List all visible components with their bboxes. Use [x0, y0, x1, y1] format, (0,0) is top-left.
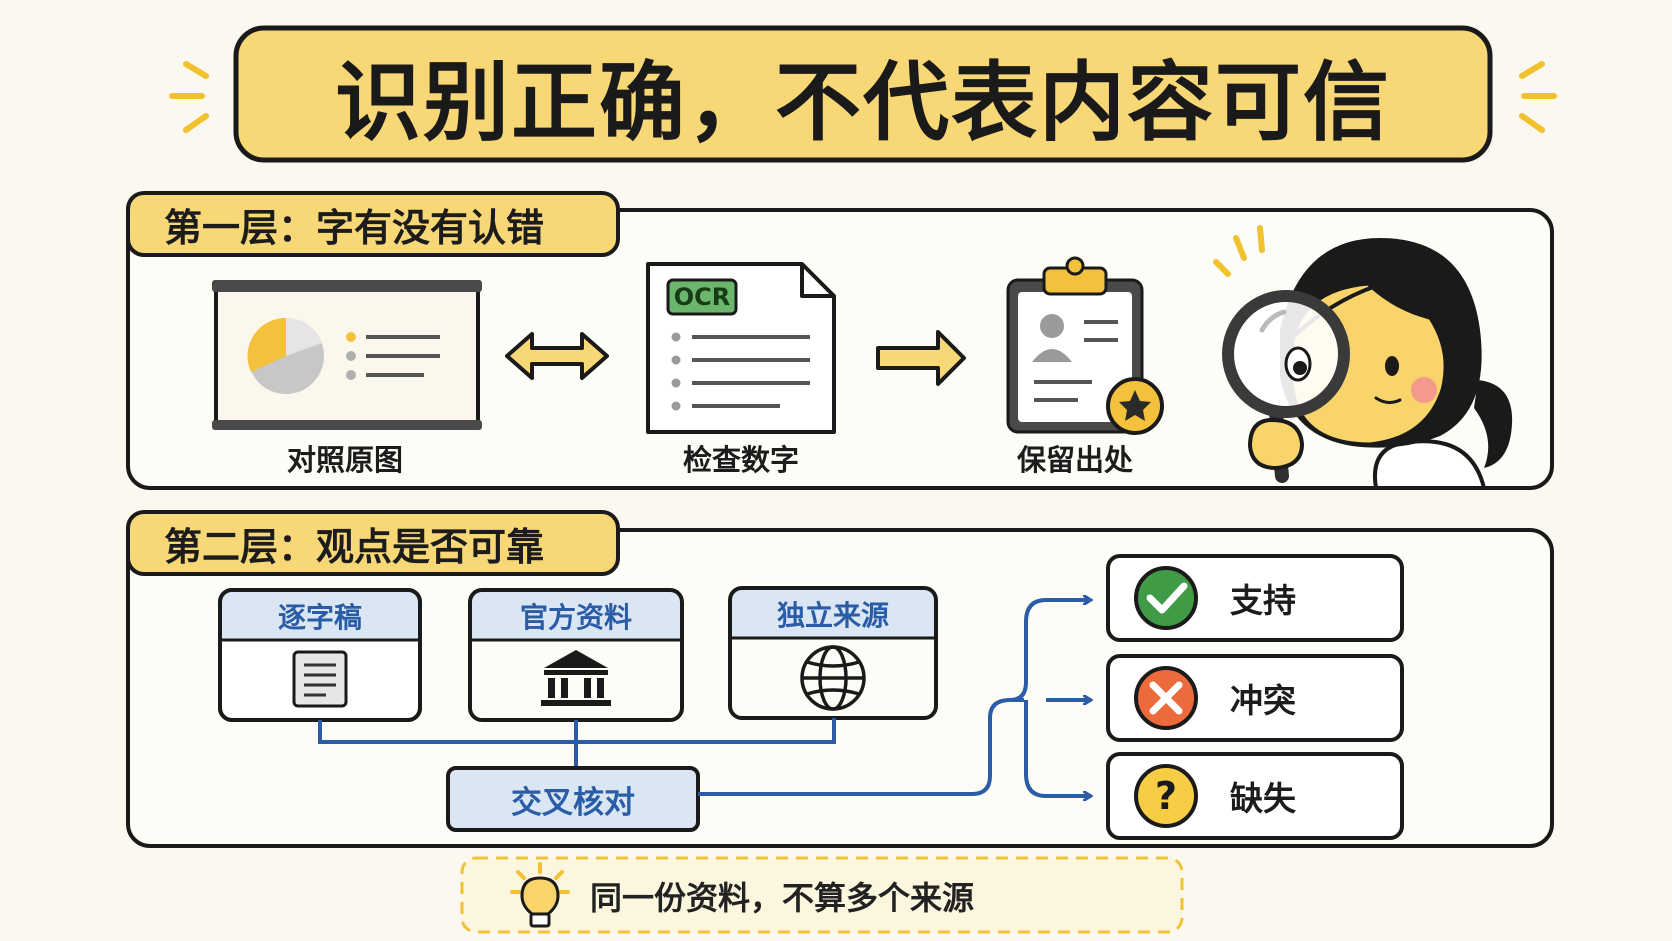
spark-left-icon: [169, 61, 209, 133]
bank-building-icon: [541, 650, 611, 706]
title-banner: [233, 25, 1493, 163]
source-label-independent: 独立来源: [776, 599, 889, 632]
source-connectors: [318, 718, 836, 768]
globe-icon: [800, 645, 866, 711]
tip-text: 同一份资料，不算多个来源: [590, 879, 975, 917]
source-label-transcript: 逐字稿: [277, 601, 362, 634]
source-label-official: 官方资料: [519, 601, 632, 634]
question-mark-glyph: ?: [1154, 774, 1178, 818]
cross-check-box: [446, 766, 700, 832]
lightbulb-icon: [510, 862, 570, 928]
step-caption-compare: 对照原图: [286, 443, 403, 477]
girl-magnifier-illustration: [1213, 225, 1513, 490]
spark-right-icon: [1519, 61, 1557, 133]
section1-title: 第一层：字有没有认错: [164, 205, 545, 250]
slide-chart-icon: [212, 280, 482, 430]
question-icon: [1134, 764, 1198, 828]
section2-tab: [126, 510, 620, 576]
clipboard-id-icon: [1006, 256, 1164, 435]
result-label-support: 支持: [1230, 581, 1296, 620]
ocr-document-icon: [646, 262, 836, 434]
step-caption-keep-source: 保留出处: [1016, 443, 1133, 477]
ocr-badge: OCR: [673, 283, 731, 311]
section1-tab: [126, 191, 620, 257]
result-label-conflict: 冲突: [1230, 681, 1296, 720]
cross-check-label: 交叉核对: [511, 784, 635, 821]
step-caption-check-numbers: 检查数字: [682, 443, 799, 477]
section2-title: 第二层：观点是否可靠: [164, 524, 545, 569]
check-icon: [1134, 566, 1198, 630]
next-arrow-icon: [876, 330, 966, 386]
result-arrows: [698, 600, 1090, 796]
tip-bar: [460, 856, 1184, 934]
transcript-icon: [292, 650, 348, 708]
compare-double-arrow-icon: [505, 332, 609, 380]
result-label-missing: 缺失: [1230, 779, 1296, 818]
page-title: 识别正确，不代表内容可信: [335, 52, 1391, 153]
section1-panel: [126, 208, 1554, 490]
